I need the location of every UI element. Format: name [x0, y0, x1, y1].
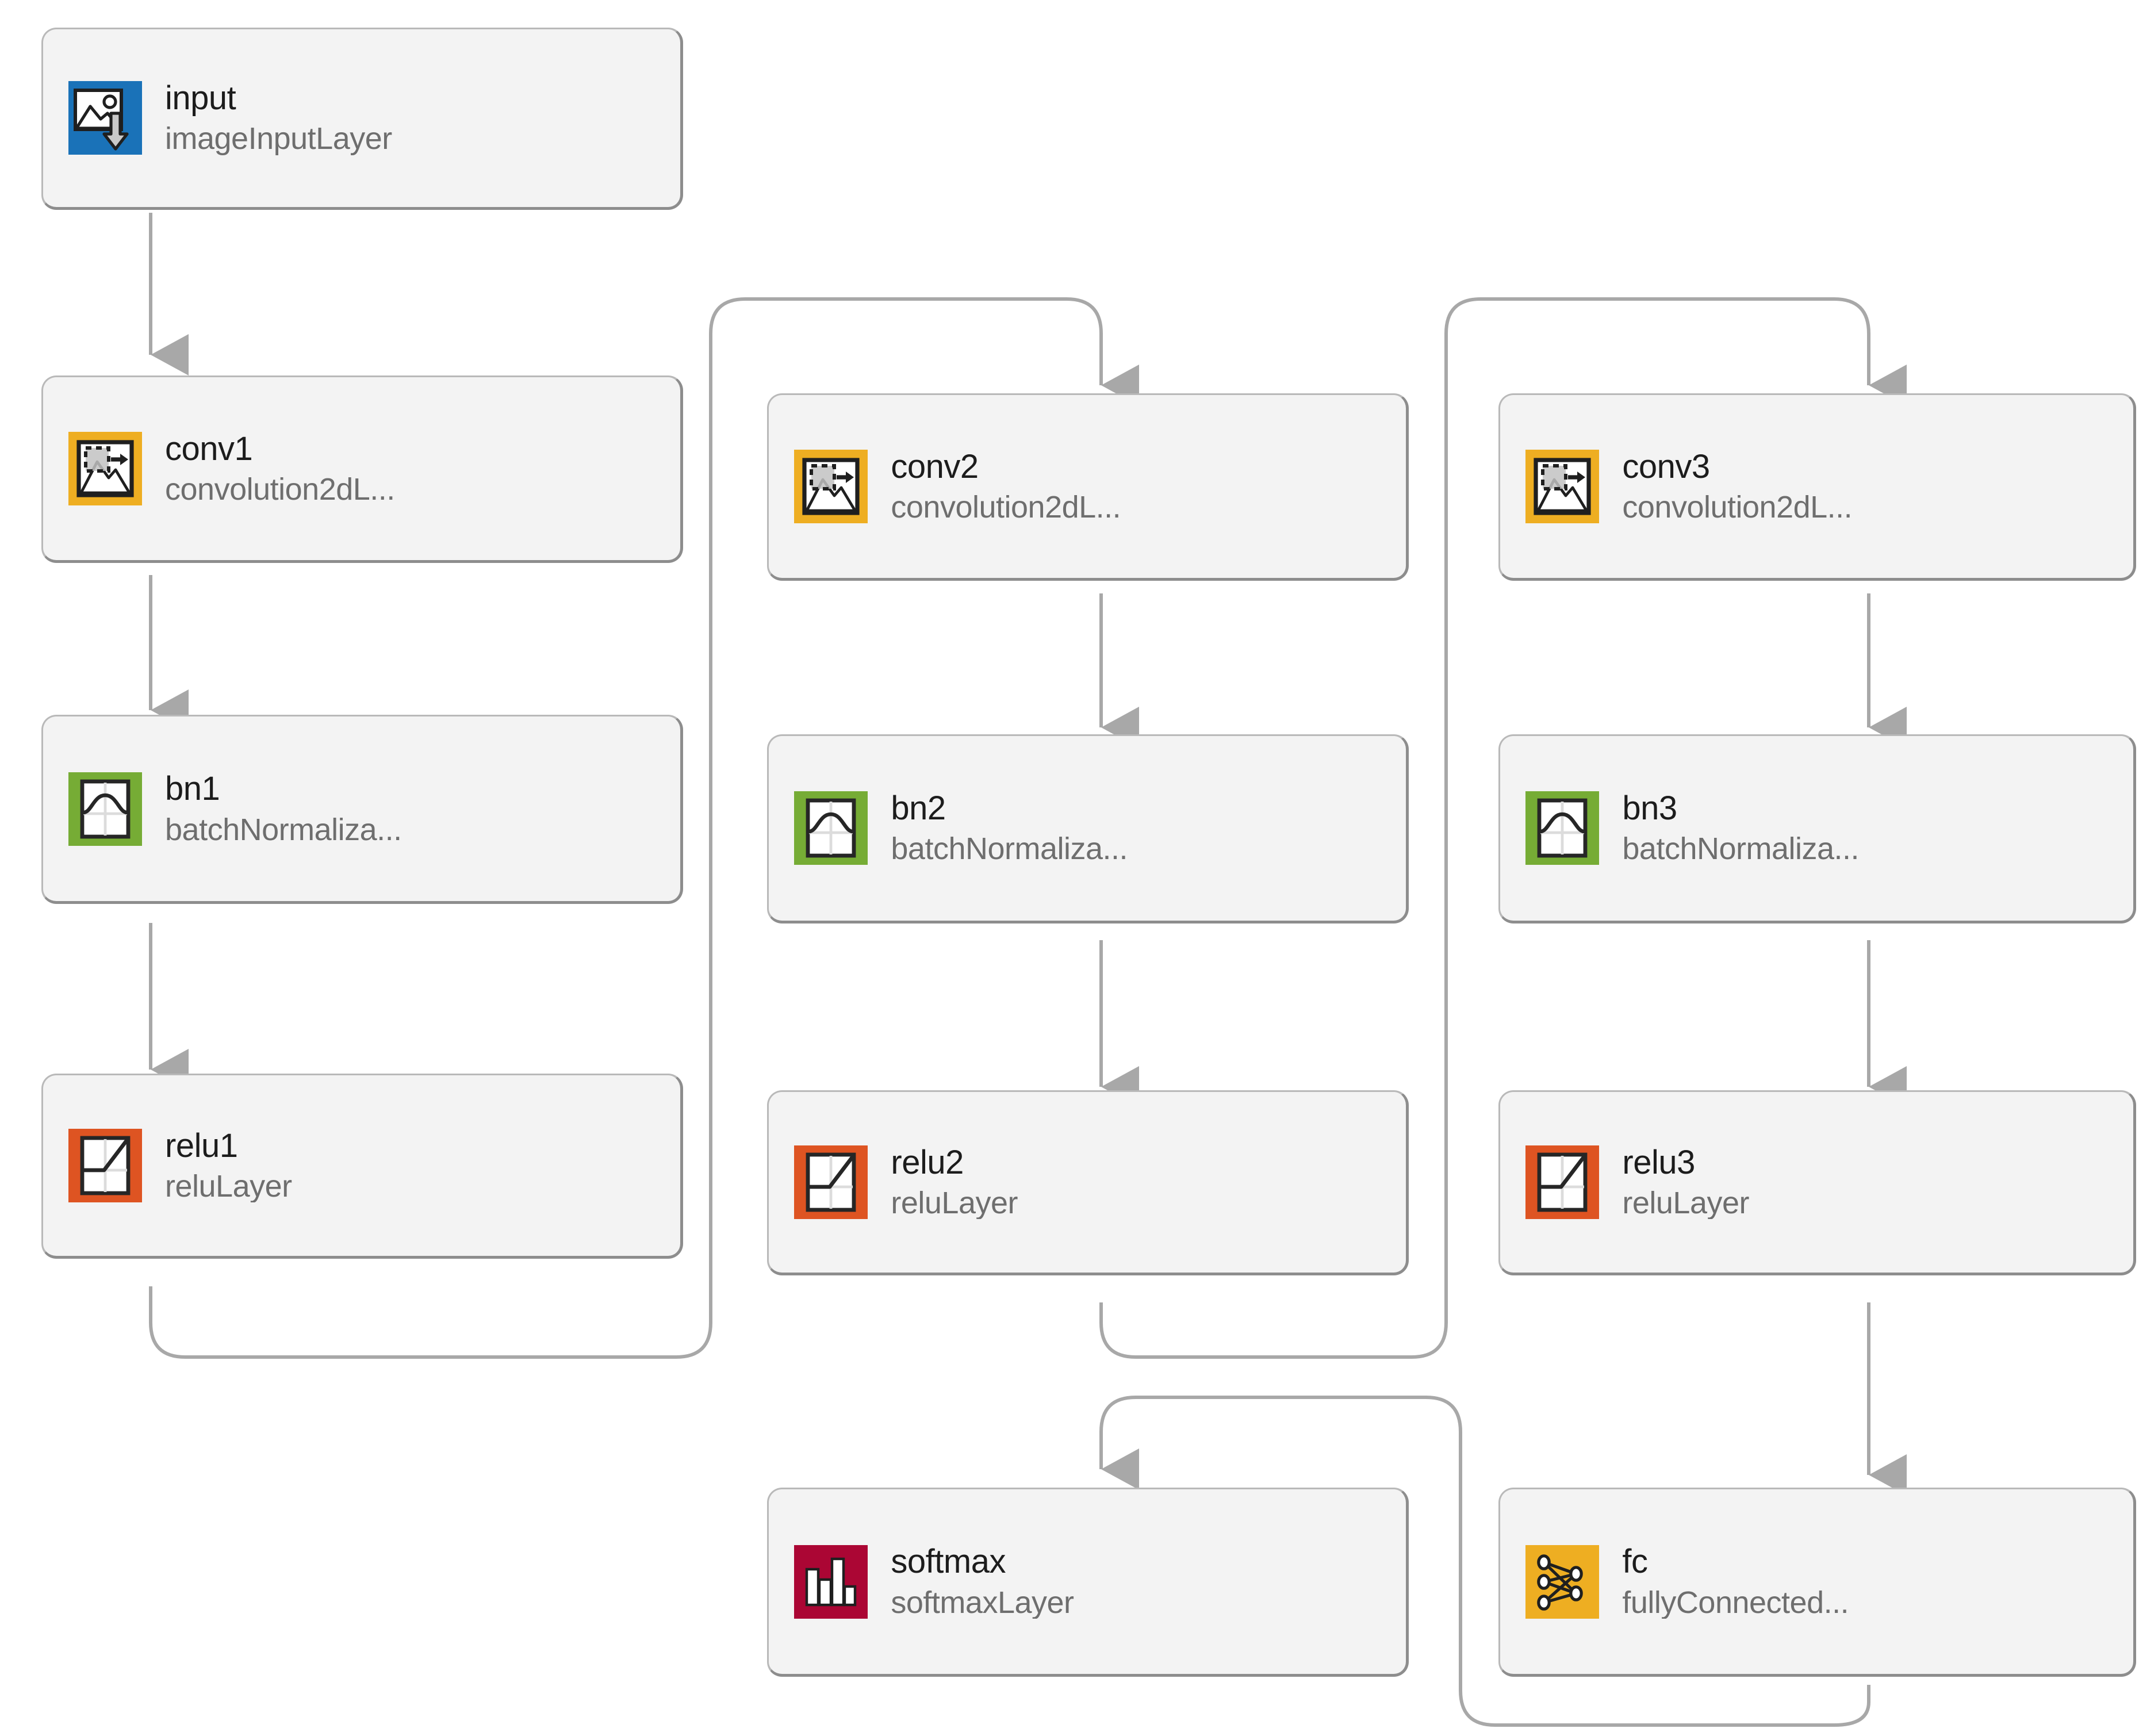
layer-type: batchNormaliza... — [1622, 831, 1860, 865]
softmax-icon — [794, 1545, 868, 1619]
layer-name: softmax — [891, 1545, 1006, 1581]
batch-normalization-icon — [68, 772, 142, 846]
layer-type: fullyConnected... — [1622, 1585, 1849, 1619]
layer-name: relu2 — [891, 1145, 964, 1181]
layer-node-softmax[interactable]: softmax softmaxLayer — [767, 1488, 1409, 1677]
layer-type: batchNormaliza... — [165, 812, 402, 846]
layer-labels: relu3 reluLayer — [1622, 1145, 1749, 1219]
layer-labels: conv1 convolution2dL... — [165, 432, 395, 505]
layer-node-conv2[interactable]: conv2 convolution2dL... — [767, 393, 1409, 581]
layer-node-relu3[interactable]: relu3 reluLayer — [1498, 1090, 2137, 1275]
layer-name: bn2 — [891, 791, 946, 827]
layer-name: bn1 — [165, 772, 220, 808]
layer-labels: bn3 batchNormaliza... — [1622, 791, 1859, 865]
layer-node-fc[interactable]: fc fullyConnected... — [1498, 1488, 2137, 1677]
layer-name: bn3 — [1622, 791, 1677, 827]
layer-name: relu1 — [165, 1128, 238, 1164]
layer-labels: bn2 batchNormaliza... — [891, 791, 1128, 865]
edge-relu1-conv2 — [149, 297, 1139, 1359]
layer-node-bn1[interactable]: bn1 batchNormaliza... — [41, 715, 683, 904]
edge-relu2-conv3 — [1099, 297, 1907, 1359]
convolution-icon — [1525, 450, 1600, 524]
layer-node-relu2[interactable]: relu2 reluLayer — [767, 1090, 1409, 1275]
layer-labels: relu2 reluLayer — [891, 1145, 1018, 1219]
batch-normalization-icon — [794, 791, 868, 865]
layer-name: input — [165, 81, 236, 117]
edge-fc-softmax — [1099, 1396, 1870, 1727]
fully-connected-icon — [1525, 1545, 1600, 1619]
batch-normalization-icon — [1525, 791, 1600, 865]
layer-node-input[interactable]: input imageInputLayer — [41, 28, 683, 210]
convolution-icon — [794, 450, 868, 524]
layer-node-conv3[interactable]: conv3 convolution2dL... — [1498, 393, 2137, 581]
edge-group — [149, 213, 1907, 1727]
layer-name: conv2 — [891, 450, 979, 486]
layer-node-conv1[interactable]: conv1 convolution2dL... — [41, 375, 683, 564]
layer-labels: input imageInputLayer — [165, 81, 392, 155]
layer-type: reluLayer — [1622, 1185, 1750, 1219]
layer-labels: conv3 convolution2dL... — [1622, 450, 1852, 523]
layer-labels: softmax softmaxLayer — [891, 1545, 1074, 1618]
layer-type: reluLayer — [891, 1185, 1018, 1219]
layer-type: batchNormaliza... — [891, 831, 1128, 865]
image-input-icon — [68, 81, 142, 155]
layer-labels: bn1 batchNormaliza... — [165, 772, 402, 845]
layer-type: softmaxLayer — [891, 1585, 1074, 1619]
relu-icon — [68, 1128, 142, 1202]
layer-labels: relu1 reluLayer — [165, 1129, 292, 1202]
layer-type: convolution2dL... — [891, 490, 1121, 524]
layer-type: convolution2dL... — [165, 472, 395, 506]
relu-icon — [1525, 1145, 1600, 1219]
layer-type: reluLayer — [165, 1169, 292, 1203]
convolution-icon — [68, 431, 142, 505]
layer-name: fc — [1622, 1545, 1648, 1581]
layer-name: relu3 — [1622, 1145, 1695, 1181]
relu-icon — [794, 1145, 868, 1219]
layer-node-bn2[interactable]: bn2 batchNormaliza... — [767, 734, 1409, 923]
layer-type: imageInputLayer — [165, 121, 392, 155]
layer-node-relu1[interactable]: relu1 reluLayer — [41, 1074, 683, 1259]
layer-type: convolution2dL... — [1622, 490, 1853, 524]
layer-name: conv3 — [1622, 450, 1710, 486]
layer-node-bn3[interactable]: bn3 batchNormaliza... — [1498, 734, 2137, 923]
layer-name: conv1 — [165, 431, 253, 467]
layer-labels: fc fullyConnected... — [1622, 1545, 1849, 1618]
layer-labels: conv2 convolution2dL... — [891, 450, 1121, 523]
